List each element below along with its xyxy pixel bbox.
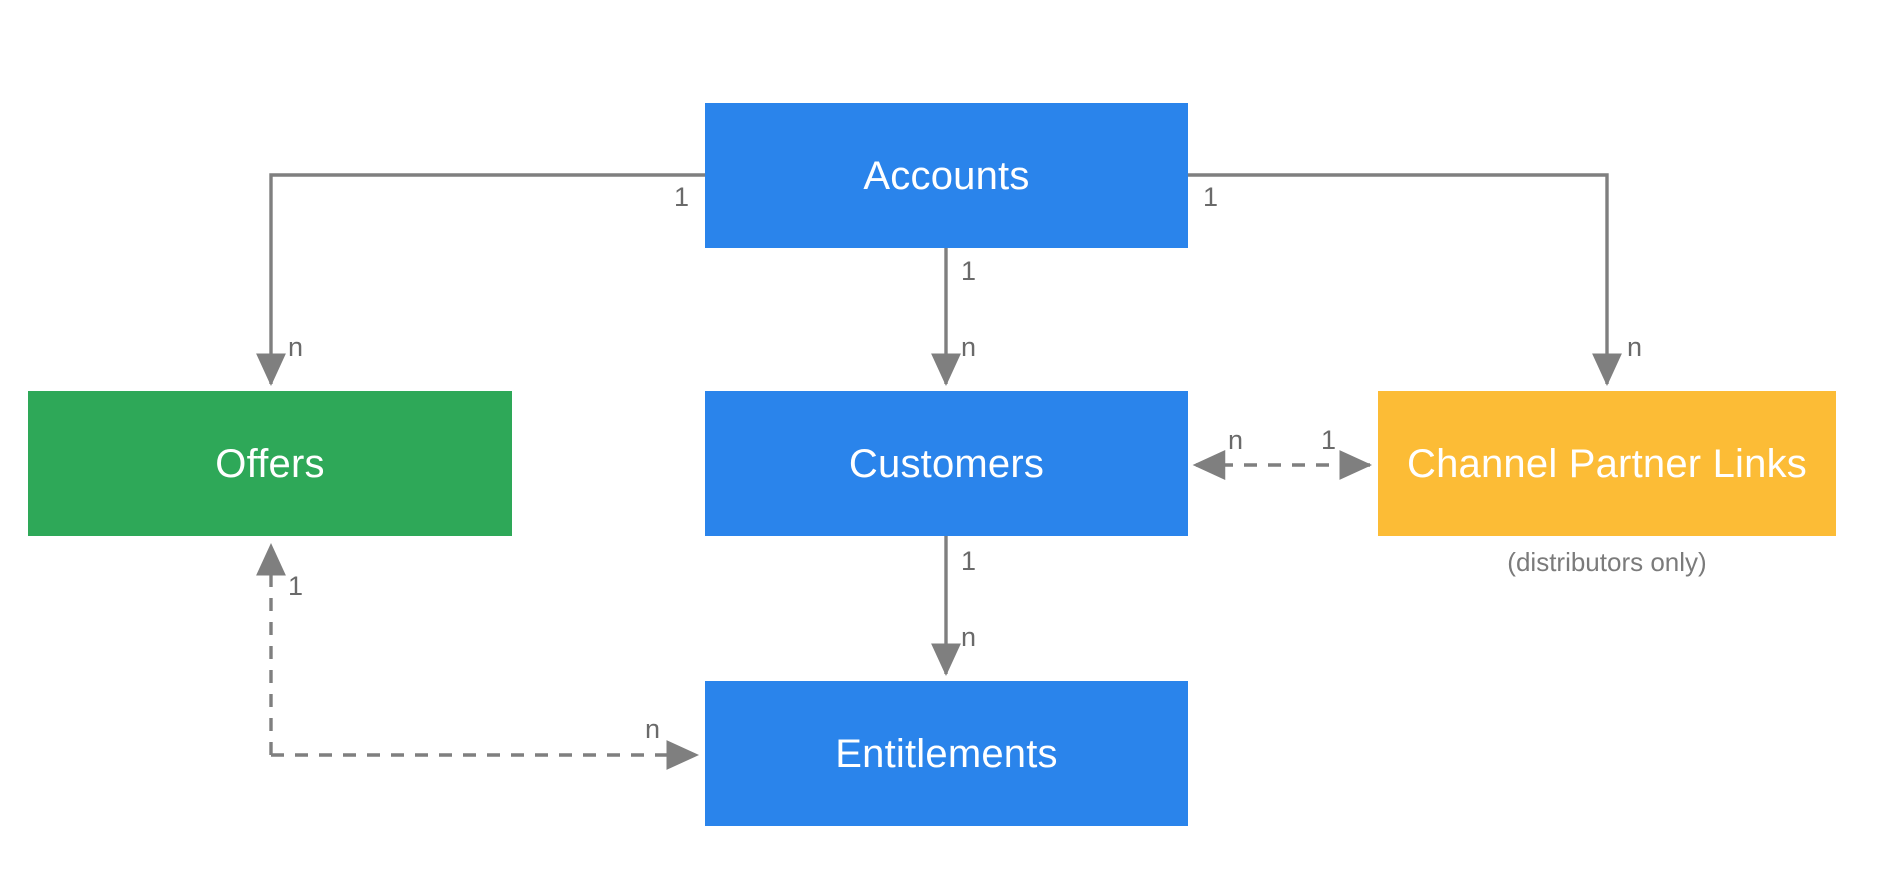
node-entitlements-label: Entitlements — [835, 731, 1058, 776]
node-offers[interactable]: Offers — [28, 391, 512, 536]
node-accounts-label: Accounts — [863, 153, 1030, 198]
edge-label-accounts-channel-partner-links-target: n — [1627, 332, 1643, 362]
edge-label-accounts-customers-target: n — [961, 332, 977, 362]
node-channel-partner-links[interactable]: Channel Partner Links — [1378, 391, 1836, 536]
node-channel-partner-links-label: Channel Partner Links — [1407, 441, 1807, 486]
edge-label-offers-entitlements-source: 1 — [288, 571, 304, 601]
edge-label-customers-entitlements-source: 1 — [961, 546, 977, 576]
edge-label-offers-entitlements-target: n — [645, 714, 661, 744]
edge-label-accounts-customers-source: 1 — [961, 256, 977, 286]
caption-distributors-only: (distributors only) — [1507, 547, 1707, 577]
edge-label-accounts-offers-source: 1 — [674, 182, 690, 212]
node-customers[interactable]: Customers — [705, 391, 1188, 536]
node-entitlements[interactable]: Entitlements — [705, 681, 1188, 826]
edge-accounts-to-channel-partner-links — [1188, 173, 1622, 387]
node-offers-label: Offers — [215, 441, 325, 486]
node-customers-label: Customers — [848, 441, 1045, 486]
edge-accounts-to-offers — [256, 173, 705, 387]
node-accounts[interactable]: Accounts — [705, 103, 1188, 248]
edge-label-customers-entitlements-target: n — [961, 622, 977, 652]
edge-label-customers-channel-partner-links-target: 1 — [1321, 425, 1337, 455]
edge-label-customers-channel-partner-links-source: n — [1228, 425, 1244, 455]
edge-label-accounts-channel-partner-links-source: 1 — [1203, 182, 1219, 212]
edge-label-accounts-offers-target: n — [288, 332, 304, 362]
